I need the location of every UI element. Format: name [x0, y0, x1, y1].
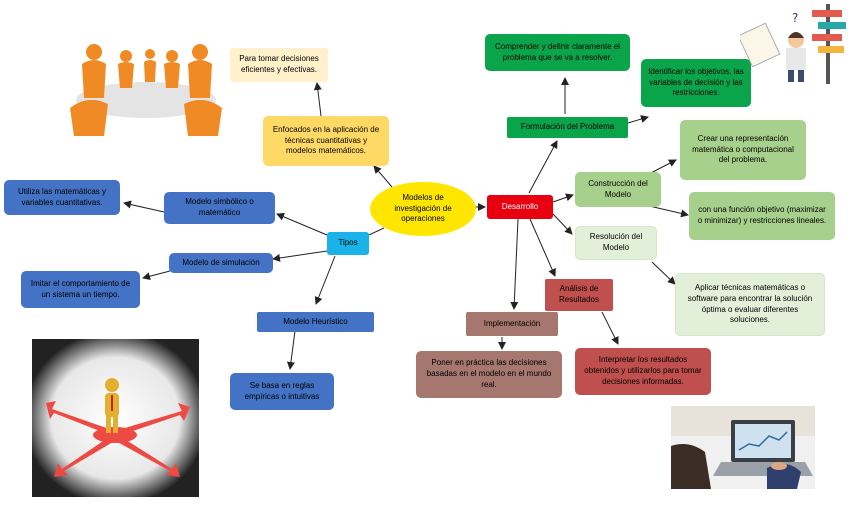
- implementacion-desc: Poner en práctica las decisiones basadas…: [416, 351, 562, 398]
- modelo-heuristico-node: Modelo Heurístico: [257, 312, 374, 332]
- formulacion-node: Formulación del Problema: [507, 117, 628, 138]
- formulacion-desc2: Identificar los objetivos, las variables…: [641, 59, 751, 107]
- construccion-desc1: Crear una representación matemática o co…: [680, 120, 806, 180]
- analisis-desc: Interpretar los resultados obtenidos y u…: [575, 348, 711, 395]
- implementacion-node: Implementación: [466, 312, 558, 336]
- resolucion-node: Resolución del Modelo: [575, 226, 657, 260]
- formulacion-desc1: Comprender y definir claramente el probl…: [485, 34, 630, 71]
- modelo-simbolico-desc: Utiliza las matemáticas y variables cuan…: [4, 180, 120, 215]
- meeting-people-illustration: [68, 38, 224, 136]
- modelo-simbolico-node: Modelo simbólico o matemático: [164, 192, 275, 224]
- modelo-heuristico-desc: Se basa en reglas empíricas o intuitivas: [230, 373, 334, 410]
- central-topic: Modelos de investigación de operaciones: [370, 182, 476, 236]
- analisis-node: Análisis de Resultados: [545, 279, 613, 311]
- modelo-simulacion-desc: Imitar el comportamiento de un sistema u…: [21, 271, 140, 308]
- decisiones-node: Para tomar decisiones eficientes y efect…: [230, 48, 328, 82]
- modelo-simulacion-node: Modelo de simulación: [169, 253, 273, 273]
- enfoque-node: Enfocados en la aplicación de técnicas c…: [263, 116, 389, 166]
- thinking-man-illustration: ?: [740, 4, 846, 84]
- desarrollo-node: Desarrollo: [487, 195, 553, 219]
- svg-text:?: ?: [792, 11, 798, 25]
- construccion-desc2: con una función objetivo (maximizar o mi…: [689, 192, 835, 240]
- resolucion-desc: Aplicar técnicas matemáticas o software …: [675, 273, 825, 336]
- tipos-node: Tipos: [327, 232, 369, 255]
- laptop-photo: [671, 406, 815, 489]
- construccion-node: Construcción del Modelo: [575, 172, 661, 207]
- crossroads-figure-illustration: [32, 339, 199, 497]
